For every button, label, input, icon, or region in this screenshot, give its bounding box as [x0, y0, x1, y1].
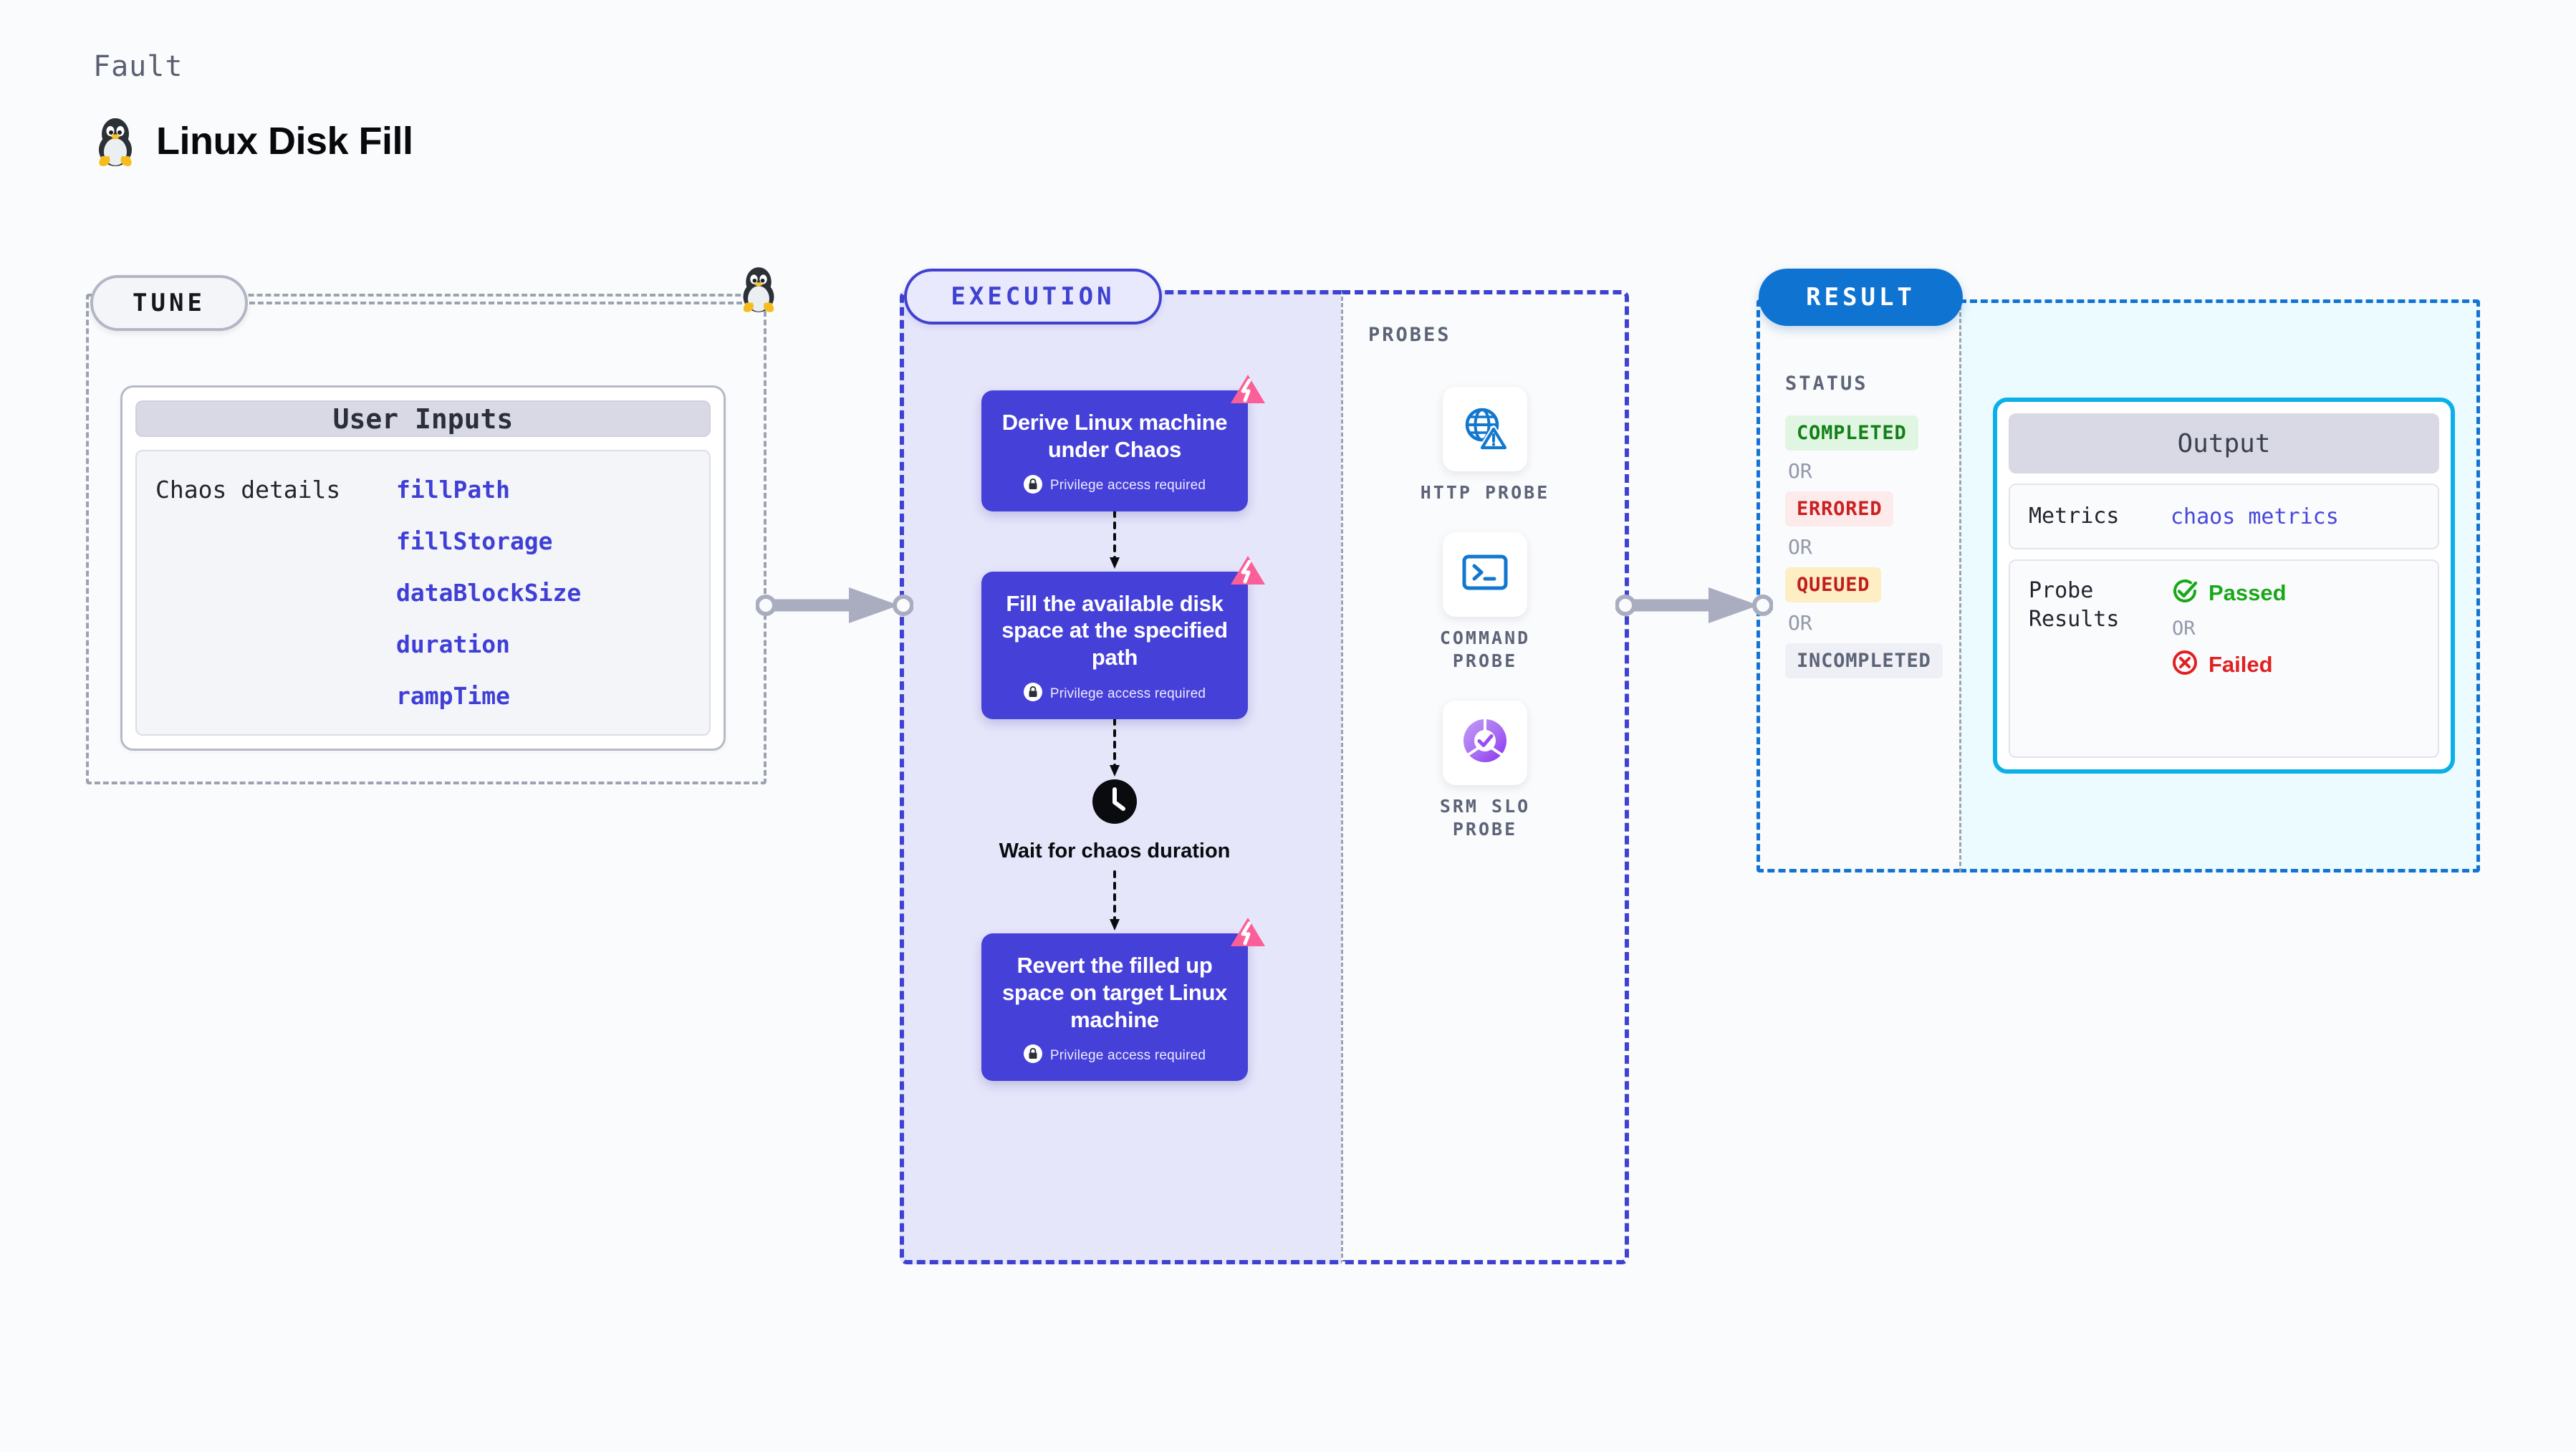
connector-tune-to-execution [755, 580, 914, 634]
status-or-1: OR [1788, 459, 1812, 483]
probe-tile-http[interactable] [1442, 387, 1527, 471]
user-inputs-body: Chaos details fillPath fillStorage dataB… [135, 450, 711, 736]
status-badge-queued: QUEUED [1785, 567, 1882, 602]
check-circle-icon [2171, 577, 2199, 609]
user-inputs-card: User Inputs Chaos details fillPath fillS… [120, 385, 726, 751]
terminal-icon [1461, 551, 1509, 597]
probe-tile-srm-slo[interactable] [1443, 700, 1527, 785]
probe-result-or: OR [2172, 617, 2196, 640]
privilege-note-text-3: Privilege access required [1049, 1047, 1206, 1063]
status-or-2: OR [1788, 535, 1812, 559]
output-row-metrics: Metrics chaos metrics [2009, 484, 2439, 549]
status-section-label: STATUS [1785, 372, 1868, 395]
execution-connector-1 [981, 511, 1248, 572]
execution-connector-2 [981, 719, 1248, 779]
tune-value-fillpath[interactable]: fillPath [396, 476, 510, 504]
output-row-probe-results: Probe Results Passed OR [2009, 559, 2439, 758]
connector-execution-to-result [1615, 580, 1774, 634]
probe-tile-command[interactable] [1443, 532, 1527, 617]
clock-icon [1092, 779, 1137, 827]
result-region-divider [1959, 299, 1961, 872]
tune-leader-line [249, 302, 751, 304]
linux-penguin-icon [93, 115, 138, 168]
fault-injection-badge-icon [1228, 370, 1268, 414]
probe-result-failed-label: Failed [2209, 651, 2273, 677]
globe-warning-icon [1461, 404, 1509, 455]
execution-flow: Derive Linux machine under Chaos Privile… [981, 375, 1265, 1082]
output-probe-results-values: Passed OR Failed [2171, 577, 2287, 681]
fault-eyebrow: Fault [93, 50, 183, 83]
status-badge-incompleted: INCOMPLETED [1785, 643, 1943, 678]
output-metrics-value[interactable]: chaos metrics [2171, 504, 2339, 529]
tune-value-fillstorage[interactable]: fillStorage [396, 527, 553, 555]
fault-title-row: Linux Disk Fill [93, 115, 413, 168]
probe-result-failed: Failed [2171, 648, 2287, 681]
output-title: Output [2009, 413, 2439, 473]
probe-result-passed: Passed [2171, 577, 2287, 609]
privilege-note-text-1: Privilege access required [1049, 478, 1206, 494]
chaos-details-label: Chaos details [155, 476, 341, 504]
status-list: COMPLETED OR ERRORED OR QUEUED OR INCOMP… [1785, 415, 1943, 678]
tune-value-ramptime[interactable]: rampTime [396, 682, 510, 710]
probe-item-srm-slo[interactable]: SRM SLO PROBE [1413, 700, 1557, 842]
tune-value-duration[interactable]: duration [396, 630, 510, 658]
fault-injection-badge-icon [1228, 913, 1268, 957]
probe-item-http[interactable]: HTTP PROBE [1421, 387, 1550, 505]
execution-step-wait: Wait for chaos duration [981, 779, 1248, 865]
fault-injection-badge-icon [1228, 552, 1268, 595]
privilege-note-3: Privilege access required [997, 1044, 1232, 1067]
probe-label-command: COMMAND PROBE [1439, 627, 1531, 672]
execution-step-wait-label: Wait for chaos duration [999, 840, 1231, 863]
execution-pill[interactable]: EXECUTION [904, 269, 1162, 324]
result-pill[interactable]: RESULT [1759, 269, 1963, 326]
probe-label-srm-slo: SRM SLO PROBE [1439, 795, 1531, 840]
x-circle-icon [2171, 648, 2199, 681]
probe-label-http: HTTP PROBE [1420, 482, 1550, 503]
output-probe-results-key: Probe Results [2029, 578, 2120, 632]
slo-donut-check-icon [1461, 716, 1509, 769]
lock-icon [1023, 683, 1042, 705]
probes-list: HTTP PROBE COMMAND PROBE [1410, 387, 1560, 842]
lock-icon [1023, 1044, 1042, 1067]
probe-result-passed-label: Passed [2209, 580, 2287, 605]
user-inputs-title: User Inputs [135, 400, 711, 437]
chaos-details-values: fillPath fillStorage dataBlockSize durat… [396, 476, 581, 710]
privilege-note-1: Privilege access required [997, 474, 1232, 497]
page-title: Linux Disk Fill [156, 120, 413, 163]
tune-linux-penguin-icon [738, 264, 779, 317]
probe-item-command[interactable]: COMMAND PROBE [1413, 532, 1557, 673]
privilege-note-text-2: Privilege access required [1049, 686, 1206, 701]
lock-icon [1023, 474, 1042, 497]
probes-section-label: PROBES [1368, 324, 1451, 346]
status-badge-completed: COMPLETED [1785, 415, 1918, 451]
execution-connector-3 [981, 865, 1248, 933]
output-metrics-key: Metrics [2029, 504, 2120, 529]
execution-step-title-3: Revert the filled up space on target Lin… [1001, 953, 1228, 1032]
tune-pill[interactable]: TUNE [90, 275, 248, 331]
tune-region [86, 294, 766, 784]
privilege-note-2: Privilege access required [997, 683, 1232, 705]
execution-step-title-2: Fill the available disk space at the spe… [1001, 590, 1228, 670]
execution-step-card-1[interactable]: Derive Linux machine under Chaos Privile… [981, 375, 1265, 511]
status-or-3: OR [1788, 611, 1812, 635]
tune-value-datablocksize[interactable]: dataBlockSize [396, 579, 582, 607]
execution-step-card-3[interactable]: Revert the filled up space on target Lin… [981, 918, 1265, 1082]
status-badge-errored: ERRORED [1785, 491, 1894, 527]
execution-step-card-2[interactable]: Fill the available disk space at the spe… [981, 555, 1265, 720]
output-card: Output Metrics chaos metrics Probe Resul… [1993, 398, 2455, 774]
execution-step-title-1: Derive Linux machine under Chaos [1001, 410, 1228, 462]
